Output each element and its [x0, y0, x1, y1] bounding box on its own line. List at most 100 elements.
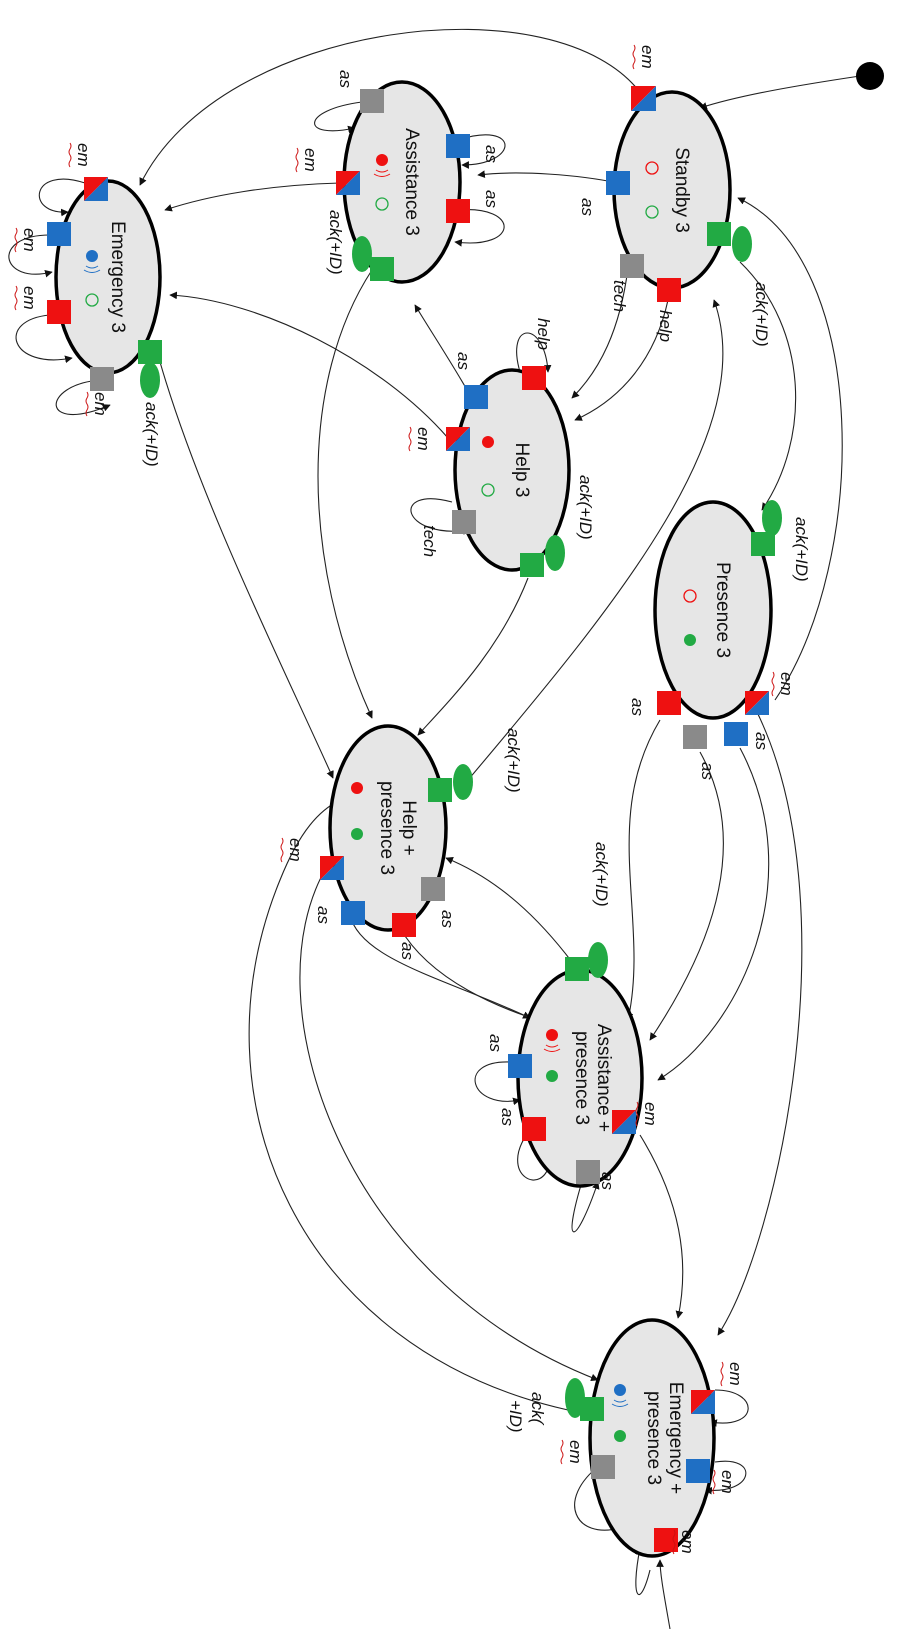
label-em: em — [20, 286, 39, 310]
label-ack-id: ack(+ID) — [792, 517, 811, 582]
edge-helppres-asspres-1 — [349, 914, 531, 1019]
edge-helppres-emergpres — [299, 867, 599, 1382]
initial-transition — [699, 75, 861, 110]
signal-waves-icon — [83, 265, 101, 273]
loop-emergpres-em-1 — [709, 1389, 749, 1427]
label-em: em — [414, 427, 433, 451]
green-ring-indicator — [481, 483, 495, 497]
ack-oval-emergency-presence — [565, 1378, 585, 1418]
ack-oval-presence — [762, 500, 782, 536]
port-as-assistance-presence-blue — [508, 1054, 532, 1078]
loop-emergency-em-2 — [8, 234, 53, 278]
label-em: em — [777, 672, 796, 696]
state-help-presence-label-2: presence 3 — [376, 781, 397, 875]
state-presence[interactable]: Presence 3 — [653, 500, 782, 749]
red-ring-indicator — [645, 161, 659, 175]
state-help[interactable]: Help 3 — [446, 366, 571, 577]
red-dot-indicator — [351, 782, 363, 794]
label-ack-open: ack( — [528, 1392, 547, 1426]
port-em-emergency-gray — [90, 367, 114, 391]
initial-state-dot — [856, 62, 884, 90]
loop-assistance-as-right2 — [454, 209, 505, 247]
label-tech: tech — [420, 525, 439, 557]
em-underline — [632, 44, 636, 70]
port-em-emergency-presence-blue — [686, 1459, 710, 1483]
label-as: as — [314, 906, 333, 924]
port-ack-help — [520, 553, 544, 577]
state-emergency-presence[interactable]: Emergency + presence 3 — [565, 1318, 716, 1558]
port-as-help-presence-gray — [421, 877, 445, 901]
label-em: em — [566, 1440, 585, 1464]
red-ring-indicator — [683, 589, 697, 603]
port-em-standby — [631, 86, 656, 111]
port-em-emergency-presence-top — [691, 1390, 715, 1414]
label-as: as — [598, 1172, 617, 1190]
port-as-presence-blue — [724, 722, 748, 746]
transitions — [8, 28, 861, 1629]
green-ring-indicator — [375, 197, 389, 211]
loop-asspres-as-3 — [571, 1171, 600, 1233]
state-standby[interactable]: Standby 3 — [606, 86, 752, 302]
label-tech: tech — [610, 280, 629, 312]
label-em: em — [20, 228, 39, 252]
port-help-help — [522, 366, 546, 390]
port-ack-presence — [751, 532, 775, 556]
label-ack-id: ack(+ID) — [752, 282, 771, 347]
label-as: as — [454, 352, 473, 370]
label-ack-id: ack(+ID) — [326, 210, 345, 275]
port-as-help-presence-blue — [341, 901, 365, 925]
label-em: em — [74, 143, 93, 167]
state-emergency-label: Emergency 3 — [107, 221, 128, 333]
state-standby-label: Standby 3 — [671, 147, 692, 233]
port-tech-standby — [620, 254, 644, 278]
port-as-presence-gray — [683, 725, 707, 749]
port-em-help — [446, 427, 470, 451]
label-as: as — [698, 762, 717, 780]
state-emergency-presence-label-1: Emergency + — [665, 1382, 686, 1494]
em-underline — [712, 1469, 716, 1495]
label-em: em — [91, 392, 110, 416]
blue-dot-indicator — [86, 250, 98, 262]
label-em: em — [638, 45, 657, 69]
em-underline — [85, 391, 89, 417]
label-as: as — [336, 70, 355, 88]
port-help-standby — [657, 278, 681, 302]
loop-assistance-as-right1 — [457, 134, 506, 169]
ack-oval-help-presence — [453, 764, 473, 800]
state-emergency[interactable]: Emergency 3 — [47, 177, 162, 398]
edge-asspres-helppres — [445, 857, 573, 963]
ack-oval-help — [545, 535, 565, 571]
state-assistance[interactable]: Assistance 3 — [336, 80, 470, 284]
label-em: em — [718, 1470, 737, 1494]
label-ack-id: ack(+ID) — [576, 475, 595, 540]
state-emergency-presence-label-2: presence 3 — [643, 1391, 664, 1485]
ack-oval-emergency — [140, 362, 160, 398]
port-em-emergency-presence-gray — [591, 1455, 615, 1479]
edge-presence-standby — [737, 197, 843, 701]
label-as: as — [486, 1034, 505, 1052]
edge-emergency-helppresence — [159, 361, 334, 779]
port-tech-assistance — [360, 89, 384, 113]
state-help-presence[interactable]: Help + presence 3 — [320, 724, 473, 937]
state-assistance-presence-label-2: presence 3 — [571, 1031, 592, 1125]
edge-labels: em as tech help ack(+ID) as as as em ack… — [14, 44, 811, 1555]
em-underline — [280, 837, 284, 863]
port-em-emergency-red — [47, 300, 71, 324]
label-em: em — [726, 1362, 745, 1386]
signal-waves-icon — [373, 169, 391, 177]
state-assistance-presence[interactable]: Assistance + presence 3 — [508, 942, 644, 1188]
edge-presence-asspres-3 — [657, 747, 770, 1081]
port-ack-assistance — [370, 257, 394, 281]
em-underline — [771, 671, 775, 697]
label-as: as — [498, 1108, 517, 1126]
green-ring-indicator — [85, 293, 99, 307]
port-em-help-presence — [320, 856, 344, 880]
port-em-presence — [745, 691, 769, 715]
port-em-assistance-presence — [612, 1110, 636, 1134]
red-dot-indicator — [546, 1029, 558, 1041]
loop-emergency-em-4 — [55, 379, 111, 416]
label-help: help — [656, 310, 675, 342]
edge-standby-emergency — [139, 28, 643, 186]
port-em-emergency-top — [84, 177, 108, 201]
port-as-assistance-presence-red — [522, 1117, 546, 1141]
